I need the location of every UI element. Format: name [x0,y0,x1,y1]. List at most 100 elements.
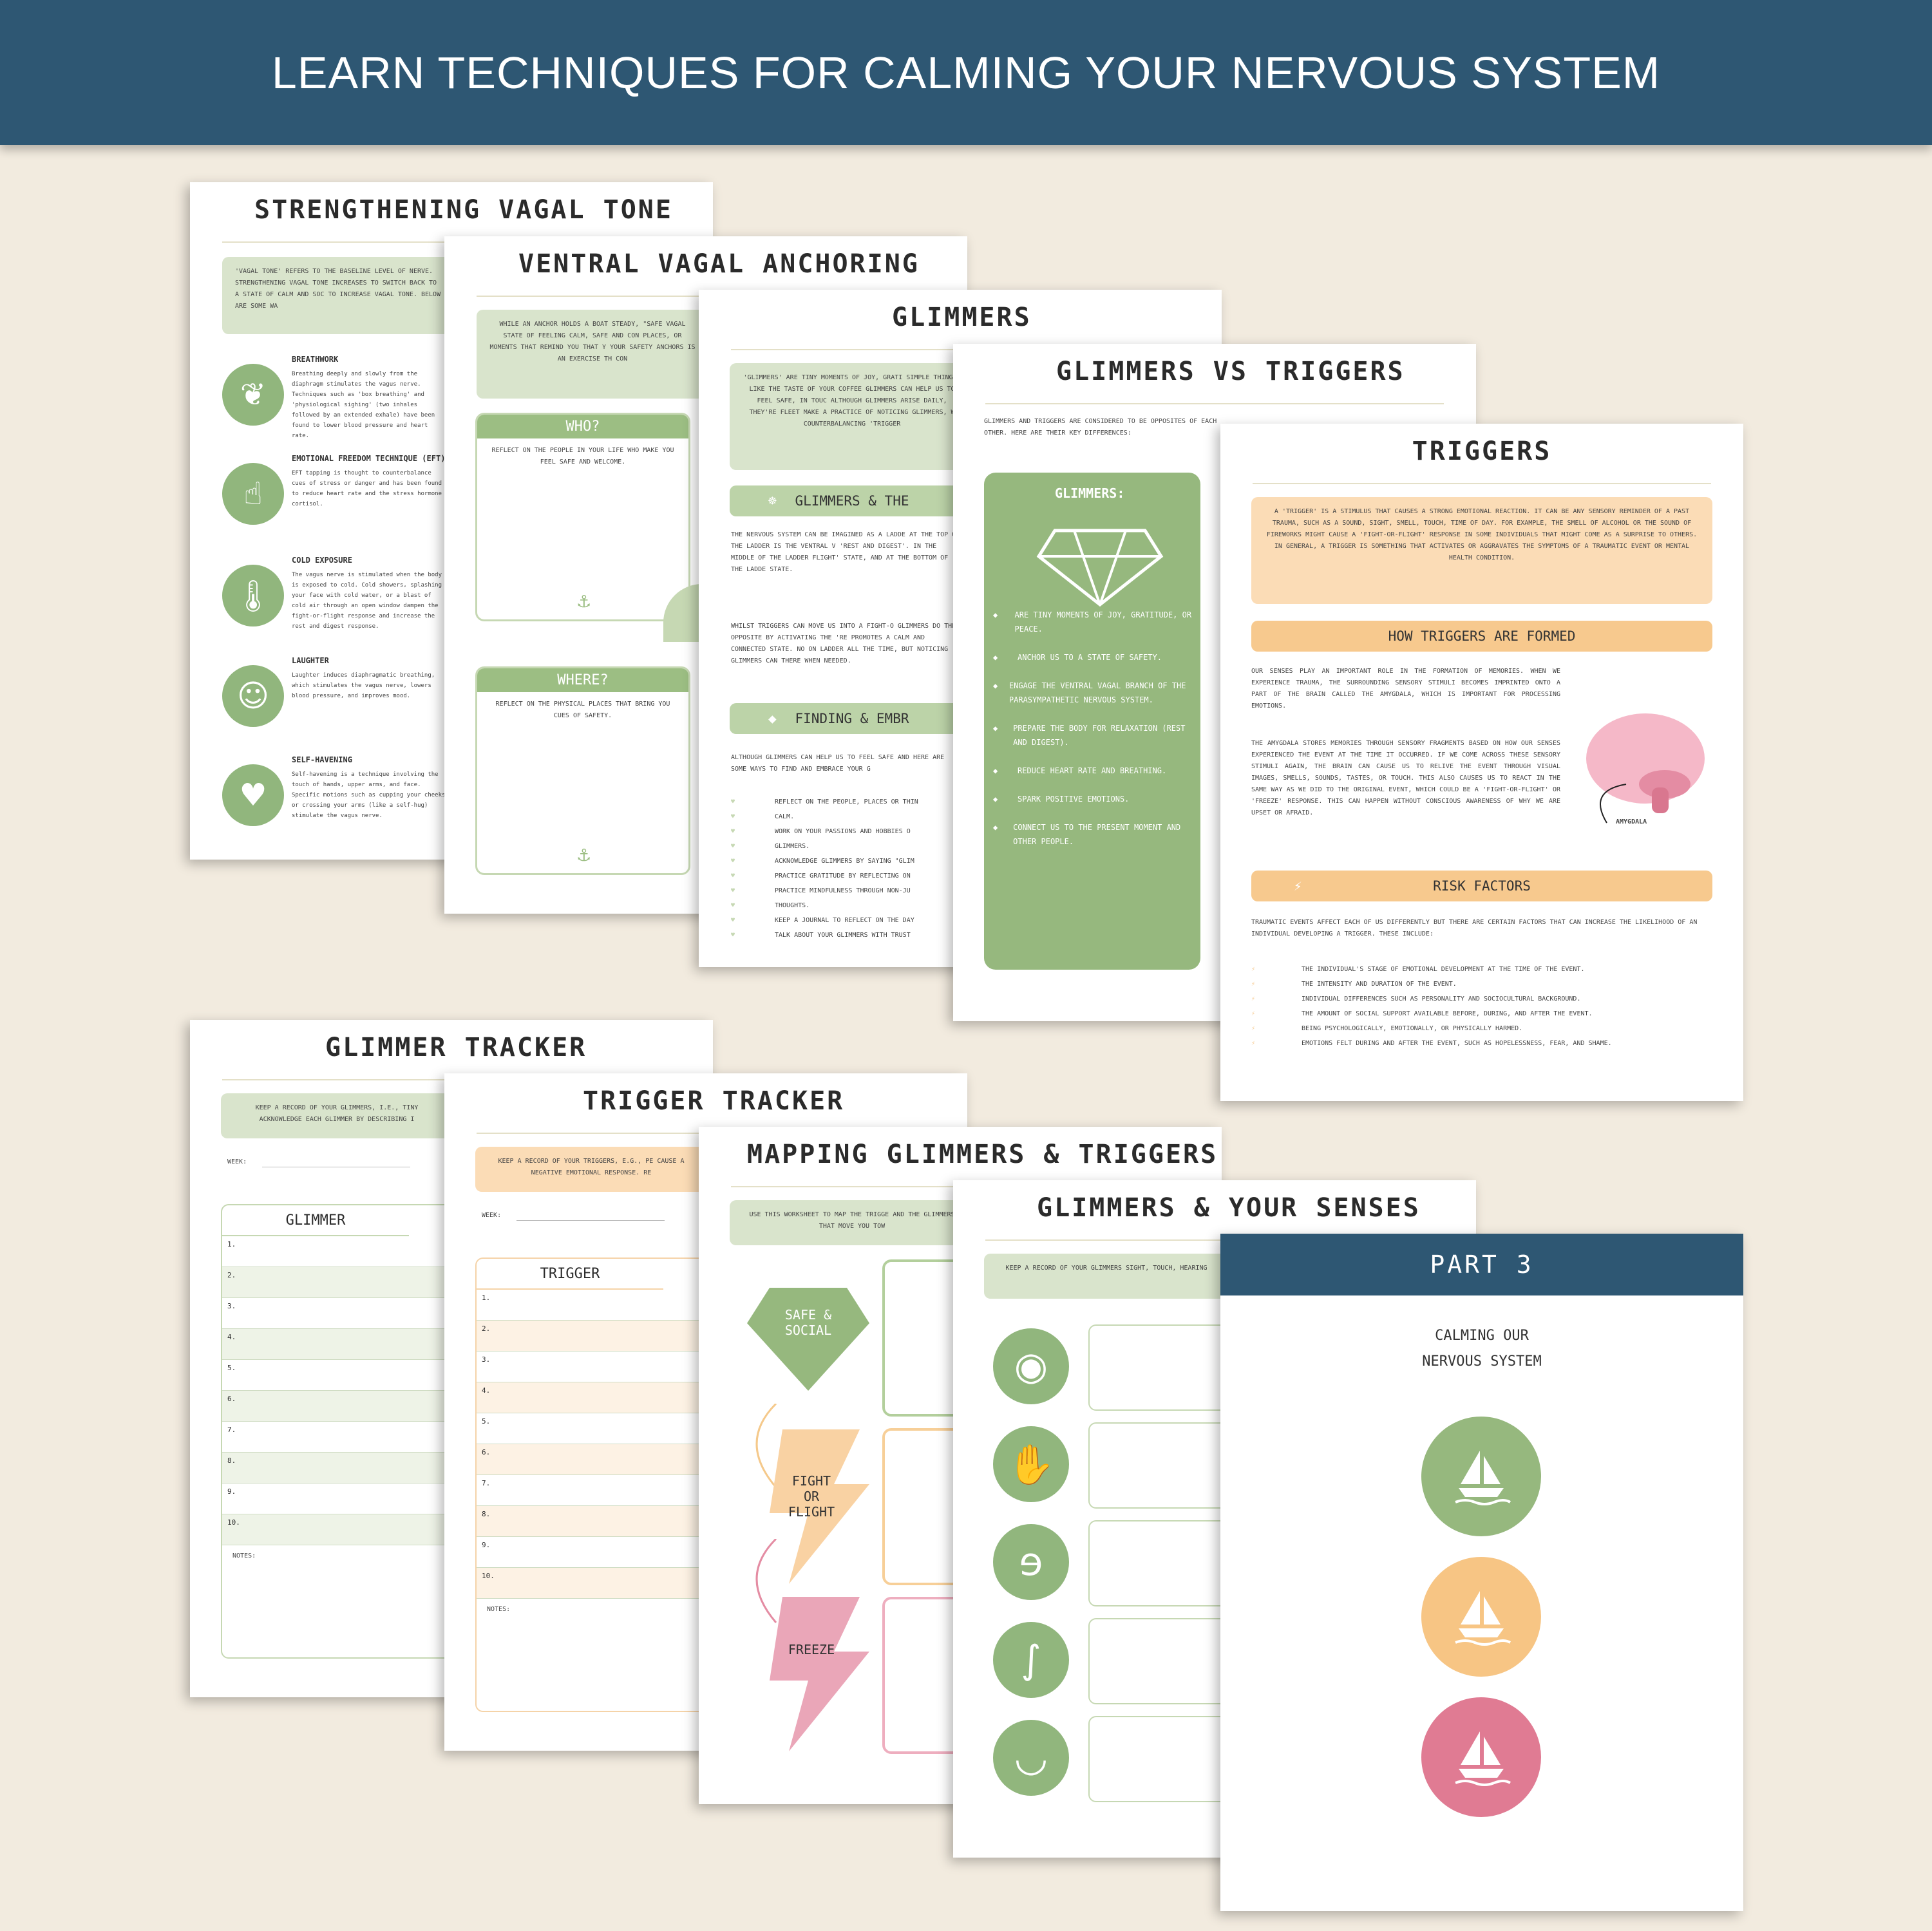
triggers-paragraph: WHILST TRIGGERS CAN MOVE US INTO A FIGHT… [731,623,956,664]
intro-box: USE THIS WORKSHEET TO MAP THE TRIGGE AND… [730,1200,974,1245]
intro-box: 'GLIMMERS' ARE TINY MOMENTS OF JOY, GRAT… [730,363,974,470]
eye-icon: ◉ [993,1328,1069,1404]
list-text: BEING PSYCHOLOGICALLY, EMOTIONALLY, OR P… [1302,1025,1523,1032]
table-row[interactable]: 8. [222,1453,464,1484]
row-number: 3. [227,1302,236,1310]
table-row[interactable]: 1. [477,1290,719,1321]
table-row[interactable]: 6. [477,1444,719,1475]
banner-title: LEARN TECHNIQUES FOR CALMING YOUR NERVOU… [271,47,1661,98]
row-number: 2. [227,1271,236,1279]
notes-label: NOTES: [487,1606,511,1613]
arrow-icon [755,1404,777,1488]
list-item: ♥TALK ABOUT YOUR GLIMMERS WITH TRUST [731,928,963,943]
technique-text: Breathing deeply and slowly from the dia… [292,371,435,439]
table-row[interactable]: 1. [222,1236,464,1267]
list-item: ⚡ EMOTIONS FELT DURING AND AFTER THE EVEN… [1251,1036,1712,1051]
list-text: ANCHOR US TO A STATE OF SAFETY. [1018,653,1162,662]
week-field[interactable] [516,1220,665,1221]
intro-text: GLIMMERS AND TRIGGERS ARE CONSIDERED TO … [984,418,1217,437]
table-row[interactable]: 9. [222,1484,464,1514]
flight-text: FLIGHT [788,1504,835,1520]
week-label: WEEK: [227,1158,247,1165]
list-item: ♥GLIMMERS. [731,839,963,854]
list-text: ARE TINY MOMENTS OF JOY, GRATITUDE, OR P… [1014,610,1192,634]
freeze-label: FREEZE [788,1642,835,1657]
diamond-bullet-icon: ◆ [993,823,998,832]
fight-text: FIGHT [791,1473,831,1489]
row-number: 4. [482,1386,491,1395]
sailboat-icon [1421,1697,1541,1817]
list-text: KEEP A JOURNAL TO REFLECT ON THE DAY [775,917,914,924]
part-subtitle-2: NERVOUS SYSTEM [1422,1353,1542,1370]
list-item: ◆PREPARE THE BODY FOR RELAXATION (REST A… [993,721,1193,749]
list-item: ♥WORK ON YOUR PASSIONS AND HOBBIES O [731,824,963,839]
nose-icon: ∫ [993,1622,1069,1698]
glimmer-table: GLIMMER 1.2.3.4.5.6.7.8.9.10. NOTES: [221,1204,466,1659]
technique-title: SELF-HAVENING [292,755,352,764]
intro-box: KEEP A RECORD OF YOUR GLIMMERS SIGHT, TO… [984,1254,1229,1299]
lightning-bullet-icon: ⚡ [1251,1040,1256,1047]
list-text: EMOTIONS FELT DURING AND AFTER THE EVENT… [1302,1040,1612,1047]
table-header: TRIGGER [477,1259,663,1290]
table-row[interactable]: 7. [477,1475,719,1506]
thermometer-icon: 🌡 [222,565,284,626]
laughing-face-icon: ☺ [222,665,284,727]
table-header: GLIMMER [222,1205,409,1236]
arrow-icon [755,1539,777,1623]
technique-text: Laughter induces diaphragmatic breathing… [292,672,435,699]
table-row[interactable]: 2. [222,1267,464,1298]
diamond-bullet-icon: ◆ [993,681,998,690]
list-text: THOUGHTS. [775,902,810,909]
heart-bullet-icon: ♥ [731,798,735,805]
table-row[interactable]: 2. [477,1321,719,1352]
where-prompt: REFLECT ON THE PHYSICAL PLACES THAT BRIN… [495,701,670,719]
technique-title: BREATHWORK [292,355,339,364]
heart-bullet-icon: ♥ [731,902,735,909]
technique-title: COLD EXPOSURE [292,556,352,565]
heart-bullet-icon: ♥ [731,887,735,894]
list-text: TALK ABOUT YOUR GLIMMERS WITH TRUST [775,932,911,939]
table-row[interactable]: 4. [222,1329,464,1360]
glimmers-ladder-bar: ☸ GLIMMERS & THE [730,485,974,516]
intro-box: KEEP A RECORD OF YOUR TRIGGERS, E.G., PE… [475,1147,707,1192]
or-text: OR [803,1489,820,1504]
technique-text: Self-havening is a technique involving t… [292,771,446,819]
finding-embracing-bar: ◆ FINDING & EMBR [730,703,974,734]
part-subtitle-1: CALMING OUR [1435,1328,1529,1344]
bar-label: RISK FACTORS [1433,878,1531,894]
technique-text: EFT tapping is thought to counterbalance… [292,470,442,507]
list-item: ⚡ THE AMOUNT OF SOCIAL SUPPORT AVAILABLE … [1251,1006,1712,1021]
lightning-bullet-icon: ⚡ [1251,1010,1256,1017]
table-row[interactable]: 4. [477,1382,719,1413]
row-number: 7. [482,1479,491,1487]
table-row[interactable]: 9. [477,1537,719,1568]
heart-bullet-icon: ♥ [731,813,735,820]
list-text: ACKNOWLEDGE GLIMMERS BY SAYING "GLIM [775,858,914,865]
list-text: SPARK POSITIVE EMOTIONS. [1018,795,1130,804]
table-row[interactable]: 3. [222,1298,464,1329]
list-text: THE AMOUNT OF SOCIAL SUPPORT AVAILABLE B… [1302,1010,1593,1017]
table-row[interactable]: 3. [477,1352,719,1382]
row-number: 6. [482,1448,491,1456]
intro-box: KEEP A RECORD OF YOUR GLIMMERS, I.E., TI… [221,1093,453,1138]
list-text: PRACTICE GRATITUDE BY REFLECTING ON [775,872,911,880]
table-row[interactable]: 5. [222,1360,464,1391]
list-text: GLIMMERS. [775,843,810,850]
row-number: 8. [227,1456,236,1465]
table-row[interactable]: 6. [222,1391,464,1422]
row-number: 7. [227,1426,236,1434]
page-title: GLIMMERS VS TRIGGERS [1056,357,1405,386]
safe-social-diamond [747,1288,869,1391]
table-row[interactable]: 10. [222,1514,464,1545]
table-row[interactable]: 10. [477,1568,719,1599]
table-row[interactable]: 7. [222,1422,464,1453]
embrace-paragraph: ALTHOUGH GLIMMERS CAN HELP US TO FEEL SA… [731,754,945,773]
table-row[interactable]: 5. [477,1413,719,1444]
list-item: ◆SPARK POSITIVE EMOTIONS. [993,792,1193,806]
ladder-person-icon: ☸ [768,493,777,509]
list-item: ⚡INDIVIDUAL DIFFERENCES SUCH AS PERSONAL… [1251,992,1712,1006]
table-row[interactable]: 8. [477,1506,719,1537]
freeze-bolt [770,1597,869,1751]
page-title: VENTRAL VAGAL ANCHORING [518,249,920,279]
table-rows: 1. 2. 3. 4.5.6. 7. 8. 9.10. [222,1236,464,1545]
